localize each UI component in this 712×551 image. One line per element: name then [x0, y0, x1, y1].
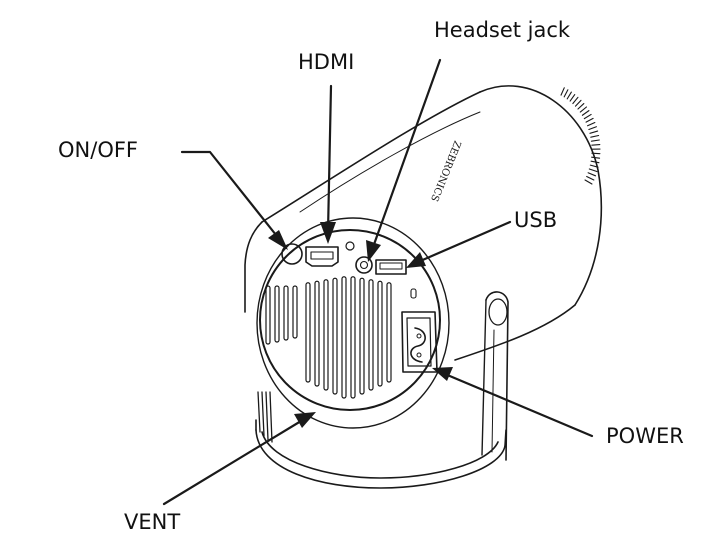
leader-power — [445, 374, 592, 436]
hdmi-port — [306, 247, 338, 266]
rim-slot — [564, 90, 568, 97]
rim-slot — [589, 169, 597, 172]
power-socket — [402, 312, 437, 372]
leader-on-off — [182, 152, 280, 240]
vent-slot — [315, 281, 319, 386]
vent-slot — [275, 286, 279, 342]
label-headset-jack: Headset jack — [434, 18, 570, 42]
label-power: POWER — [606, 424, 684, 448]
rim-slot — [580, 107, 586, 112]
rim-slot — [590, 131, 598, 133]
usb-port — [376, 260, 406, 274]
label-hdmi: HDMI — [298, 50, 354, 74]
label-on-off: ON/OFF — [58, 138, 138, 162]
vent-slot — [369, 280, 373, 390]
vent-slot — [324, 280, 328, 390]
rim-slot — [591, 140, 599, 141]
base-stand — [256, 420, 506, 488]
side-ribs-left — [258, 392, 272, 442]
power-indicator — [411, 289, 416, 298]
vent-slot — [360, 278, 364, 394]
arrowhead-usb — [406, 252, 426, 268]
vent-slot — [293, 286, 297, 338]
rim-slot — [589, 127, 597, 130]
rim-slot — [567, 92, 571, 99]
label-vent: VENT — [124, 510, 180, 534]
vent-slot — [387, 283, 391, 382]
vent-slot — [266, 286, 270, 344]
rim-slot — [582, 111, 589, 116]
leader-headset-jack — [372, 60, 440, 250]
arrowhead-hdmi — [320, 222, 336, 244]
rim-slot — [588, 173, 595, 176]
rim-slot — [587, 176, 594, 180]
label-usb: USB — [514, 208, 557, 232]
rim-slot — [585, 180, 592, 184]
support-arm — [482, 292, 508, 460]
rim-slot — [588, 123, 595, 126]
vent-slot — [284, 286, 288, 340]
brand-logo: ZEBRONICS — [428, 139, 462, 203]
arrowhead-vent — [294, 412, 316, 428]
rim-slot — [591, 136, 599, 138]
indicator-hole — [346, 242, 354, 250]
rim-slot — [584, 114, 591, 118]
vent-slot — [333, 278, 337, 394]
back-vent-grille-left — [266, 286, 297, 344]
leader-hdmi — [328, 86, 331, 232]
rim-slot — [570, 95, 575, 102]
leader-usb — [418, 222, 510, 262]
vent-slot — [378, 281, 382, 386]
vent-slot — [342, 277, 346, 398]
rim-slot — [576, 100, 581, 106]
arrowhead-headset-jack — [366, 240, 381, 262]
leader-vent — [164, 418, 306, 504]
rim-slot — [573, 97, 578, 103]
rim-slot — [592, 145, 600, 146]
vent-slot — [306, 283, 310, 382]
rim-slot — [592, 157, 600, 158]
rim-slot — [578, 104, 584, 109]
rim-slot — [591, 161, 599, 162]
rim-slot — [561, 88, 564, 95]
rim-slot — [586, 118, 593, 122]
rim-vent-slots — [561, 88, 600, 184]
back-panel — [257, 218, 449, 428]
back-vent-grille — [306, 277, 391, 398]
vent-slot — [351, 277, 355, 398]
arrowhead-power — [432, 367, 453, 381]
arrowhead-on-off — [268, 230, 288, 250]
